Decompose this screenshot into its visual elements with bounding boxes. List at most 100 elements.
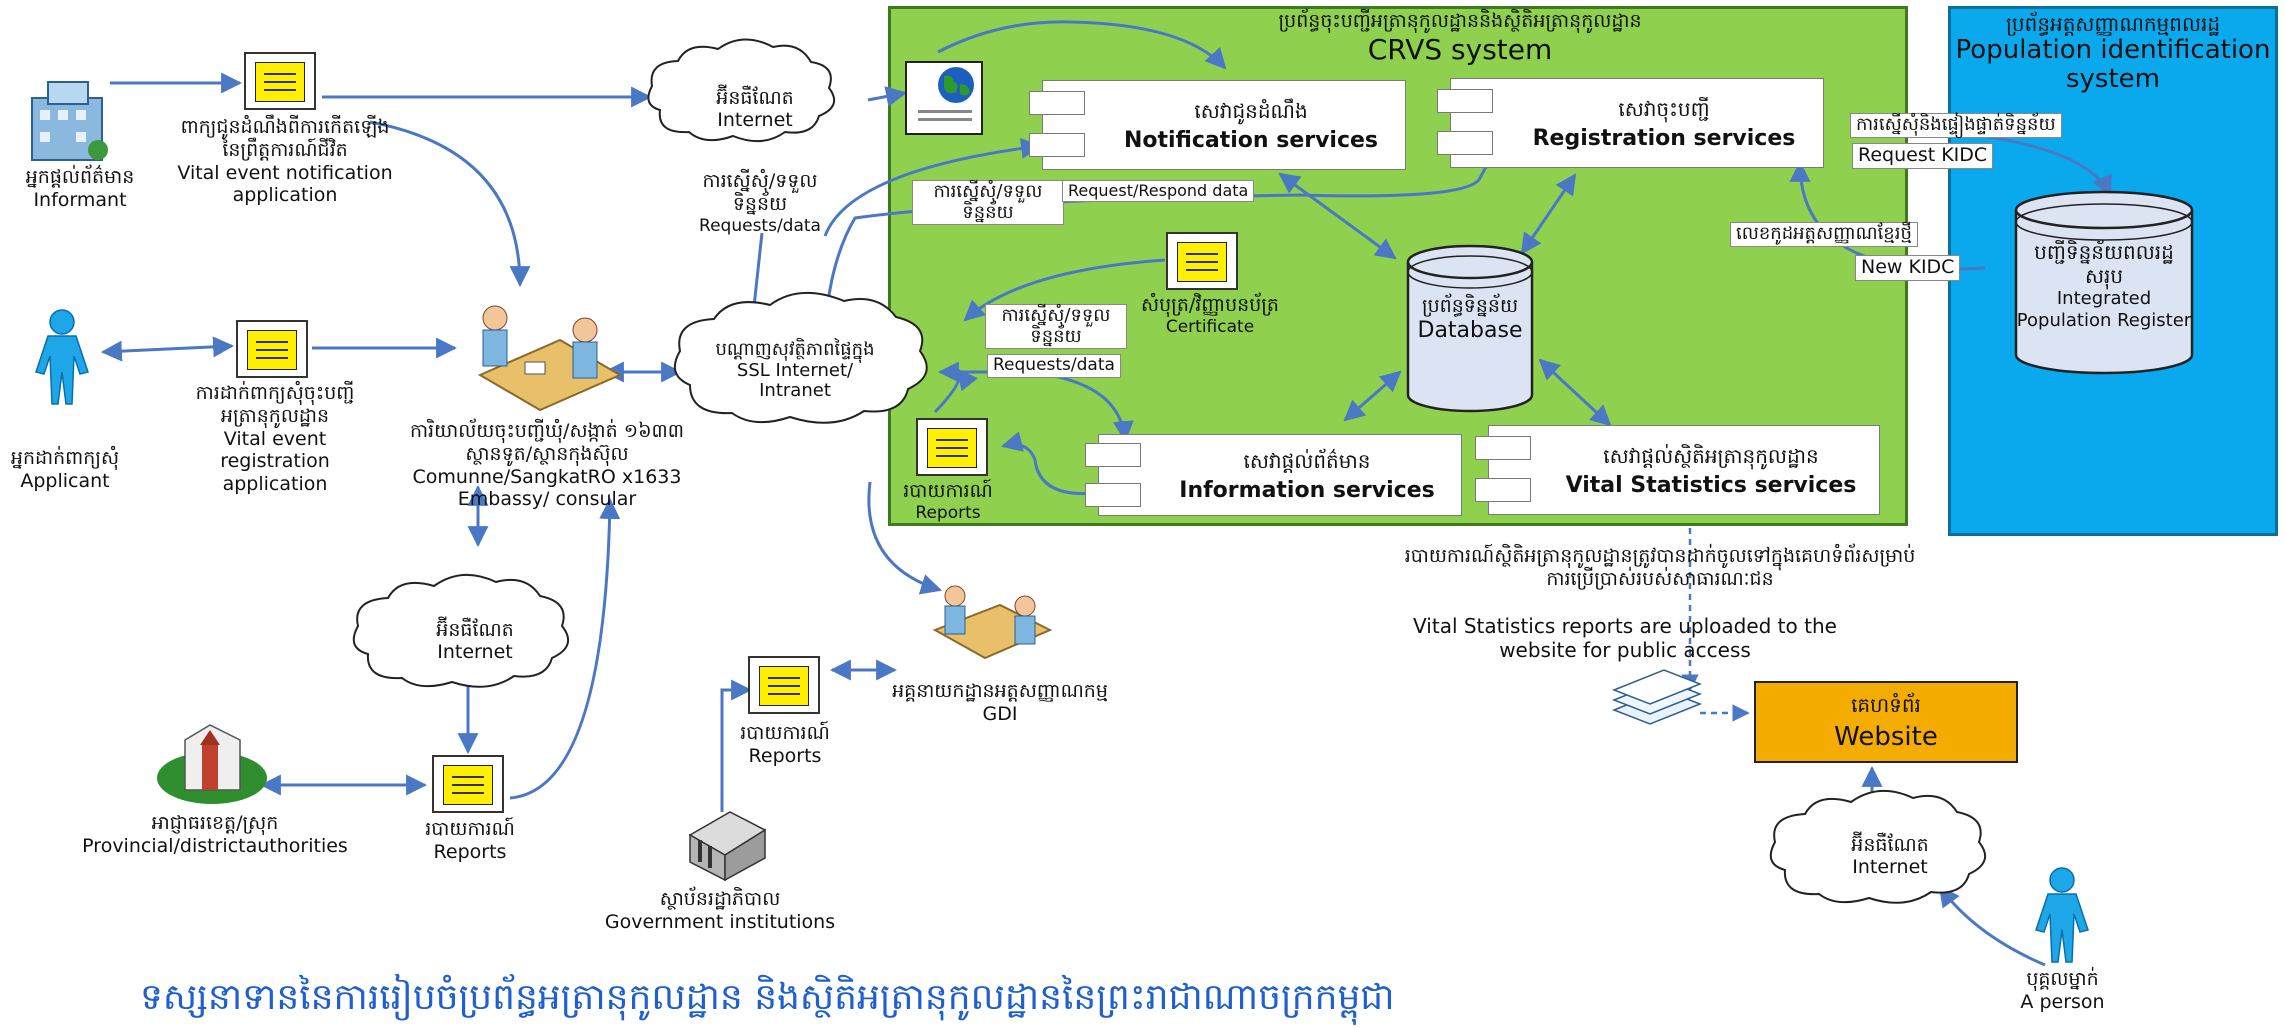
vital-stats-km: សេវាផ្តល់ស្ថិតិអត្រានុកូលដ្ឋាន	[1603, 443, 1819, 468]
reports-gov-km: របាយការណ៍	[740, 722, 830, 744]
reports-gov-label: របាយការណ៍ Reports	[715, 722, 855, 768]
reports-prov-en: Reports	[433, 840, 507, 863]
reports-gov-en: Reports	[748, 744, 822, 767]
internet-page-globe-icon	[905, 61, 983, 135]
registration-km: សេវាចុះបញ្ជី	[1618, 96, 1710, 121]
vital-notif-app-km: ពាក្យជូនដំណឹងពីការកើតឡើងនៃព្រឹត្តការណ៍ជី…	[180, 116, 390, 161]
database-km: ប្រព័ន្ធទិន្នន័យ	[1421, 295, 1519, 317]
footer-title: ទស្សនាទាននៃការរៀបចំប្រព័ន្ធអត្រានុកូលដ្ឋ…	[140, 977, 1395, 1018]
informant-building-icon	[31, 81, 108, 161]
kidc-request-en: Request KIDC	[1852, 143, 1994, 169]
provincial-building-icon	[157, 724, 267, 804]
internet-left-en: Internet	[437, 640, 513, 663]
internet-top-km: អ៊ីនធឺណែត	[716, 87, 794, 109]
reports-inner-doc-icon	[916, 418, 988, 476]
ipr-km: បញ្ជីទិន្នន័យពលរដ្ឋសរុប	[2034, 240, 2174, 288]
provincial-label: អាជ្ញាធរខេត្ត/ស្រុក Provincial/districta…	[70, 812, 360, 858]
internet-right-km: អ៊ីនធឺណែត	[1851, 834, 1929, 856]
applicant-en: Applicant	[20, 469, 110, 492]
internet-left-label: អ៊ីនធឺណែត Internet	[400, 619, 550, 664]
reports-inner-km: របាយការណ៍	[903, 480, 993, 502]
crvs-title-en: CRVS system	[1367, 32, 1553, 66]
reports-gov-doc-icon	[748, 656, 820, 714]
person-km: បុគ្គលម្នាក់	[2026, 968, 2099, 990]
vital-notif-app-label: ពាក្យជូនដំណឹងពីការកើតឡើងនៃព្រឹត្តការណ៍ជី…	[175, 116, 395, 207]
ssl-en: SSL Internet/ Intranet	[736, 359, 854, 402]
informant-km: អ្នកផ្តល់ព័ត៌មាន	[25, 166, 135, 188]
vital-reg-app-km: ការដាក់ពាក្យសុំចុះបញ្ជីអត្រានុកូលដ្ឋាន	[195, 382, 355, 427]
ipr-en: Integrated Population Register	[2016, 288, 2192, 331]
gdi-label: អគ្គនាយកដ្ឋានអត្តសញ្ញាណកម្ម GDI	[870, 680, 1130, 726]
uploaded-reports-stack-icon	[1611, 669, 1703, 725]
provincial-en: Provincial/districtauthorities	[82, 834, 348, 857]
information-km: សេវាផ្តល់ព័ត៌មាន	[1243, 448, 1371, 473]
population-title: ប្រព័ន្ធអត្តសញ្ញាណកម្មពលរដ្ឋ Population …	[1950, 12, 2276, 93]
person-icon	[2035, 867, 2089, 963]
gov-km: ស្ថាប័នរដ្ឋាភិបាល	[659, 888, 781, 910]
commune-en: Comunne/SangkatRO x1633 Embassy/ consula…	[412, 465, 682, 511]
person-en: A person	[2020, 990, 2105, 1013]
ipr-cylinder	[2014, 190, 2194, 375]
upload-km: របាយការណ៍ស្ថិតិអត្រានុកូលដ្ឋានត្រូវបានដា…	[1404, 545, 1916, 590]
notification-km: សេវាជូនដំណឹង	[1194, 98, 1308, 123]
certificate-doc-icon	[1166, 232, 1238, 290]
internet-right-label: អ៊ីនធឺណែត Internet	[1815, 834, 1965, 879]
cloud-internet-right	[1769, 789, 1987, 904]
ssl-label: បណ្តាញសុវត្ថិភាពផ្ទៃក្នុង SSL Internet/ …	[700, 339, 890, 402]
reports-prov-label: របាយការណ៍ Reports	[400, 818, 540, 864]
website-en: Website	[1834, 722, 1938, 752]
registration-services-box: សេវាចុះបញ្ជី Registration services	[1437, 78, 1824, 168]
requests-data-inner-km: ការស្នើសុំ/ទទួលទិន្នន័យ	[985, 304, 1127, 350]
cloud-internet-top	[647, 38, 836, 143]
applicant-km: អ្នកដាក់ពាក្យសុំ	[10, 447, 120, 469]
vital-reg-app-en: Vital event registration application	[220, 427, 330, 496]
provincial-km: អាជ្ញាធរខេត្ត/ស្រុក	[151, 812, 279, 834]
population-title-en: Population identification system	[1955, 35, 2271, 94]
commune-label: ការិយាល័យចុះបញ្ជីឃុំ/សង្កាត់ ១៦៣៣ ស្ថានទ…	[382, 420, 712, 511]
notification-services-box: សេវាជូនដំណឹង Notification services	[1029, 80, 1406, 170]
cloud-ssl	[673, 292, 928, 424]
applicant-label: អ្នកដាក់ពាក្យសុំ Applicant	[0, 447, 130, 493]
reports-inner-en: Reports	[915, 502, 981, 523]
information-services-box: សេវាផ្តល់ព័ត៌មាន Information services	[1085, 434, 1462, 516]
internet-right-en: Internet	[1852, 855, 1928, 878]
database-en: Database	[1417, 317, 1523, 343]
registration-app-doc-icon	[236, 320, 308, 378]
gdi-meeting-icon	[932, 585, 1053, 660]
website-box[interactable]: គេហទំព័រ Website	[1754, 681, 2018, 763]
kidc-new-km: លេខកូដអត្តសញ្ញាណខ្មែរថ្មី	[1730, 222, 1918, 247]
vital-notif-app-en: Vital event notification application	[177, 161, 393, 207]
person-label: បុគ្គលម្នាក់ A person	[1990, 968, 2135, 1014]
reports-prov-km: របាយការណ៍	[425, 818, 515, 840]
ipr-label: បញ្ជីទិន្នន័យពលរដ្ឋសរុប Integrated Popul…	[2016, 240, 2192, 331]
certificate-label: សំបុត្រ/វិញ្ញាបនប័ត្រ Certificate	[1100, 294, 1320, 337]
requests-data-outer-en: Requests/data	[699, 215, 821, 236]
commune-meeting-icon	[477, 305, 623, 412]
crvs-title: ប្រព័ន្ធចុះបញ្ជីអត្រានុកូលដ្ឋាននិងស្ថិតិ…	[1100, 10, 1820, 66]
database-cylinder	[1406, 244, 1534, 413]
internet-top-label: អ៊ីនធឺណែត Internet	[680, 87, 830, 132]
commune-km: ការិយាល័យចុះបញ្ជីឃុំ/សង្កាត់ ១៦៣៣ ស្ថានទ…	[409, 420, 685, 465]
crvs-title-km: ប្រព័ន្ធចុះបញ្ជីអត្រានុកូលដ្ឋាននិងស្ថិតិ…	[1278, 10, 1642, 32]
requests-data-outer-km: ការស្នើសុំ/ទទួលទិន្នន័យ	[702, 170, 818, 215]
gdi-km: អគ្គនាយកដ្ឋានអត្តសញ្ញាណកម្ម	[892, 680, 1108, 702]
population-title-km: ប្រព័ន្ធអត្តសញ្ញាណកម្មពលរដ្ឋ	[2005, 12, 2221, 36]
kidc-request-km: ការស្នើសុំនិងផ្ទៀងផ្ទាត់ទិន្នន័យ	[1850, 113, 2062, 138]
gdi-en: GDI	[982, 702, 1018, 725]
certificate-en: Certificate	[1165, 316, 1255, 337]
certificate-km: សំបុត្រ/វិញ្ញាបនប័ត្រ	[1141, 294, 1279, 316]
requests-data-outer: ការស្នើសុំ/ទទួលទិន្នន័យ Requests/data	[690, 170, 830, 236]
notification-app-doc-icon	[244, 52, 316, 110]
kidc-new-en: New KIDC	[1855, 255, 1961, 281]
vital-statistics-services-box: សេវាផ្តល់ស្ថិតិអត្រានុកូលដ្ឋាន Vital Sta…	[1475, 425, 1880, 515]
notification-en: Notification services	[1123, 127, 1379, 153]
vital-reg-app-label: ការដាក់ពាក្យសុំចុះបញ្ជីអត្រានុកូលដ្ឋាន V…	[175, 382, 375, 496]
informant-en: Informant	[33, 188, 127, 211]
cloud-internet-left	[352, 573, 570, 688]
request-respond-en: Request/Respond data	[1062, 180, 1255, 203]
website-km: គេហទំព័រ	[1851, 693, 1921, 717]
ssl-km: បណ្តាញសុវត្ថិភាពផ្ទៃក្នុង	[715, 339, 875, 360]
request-respond-km: ការស្នើសុំ/ទទួលទិន្នន័យ	[912, 180, 1064, 226]
government-building-icon	[688, 811, 767, 882]
